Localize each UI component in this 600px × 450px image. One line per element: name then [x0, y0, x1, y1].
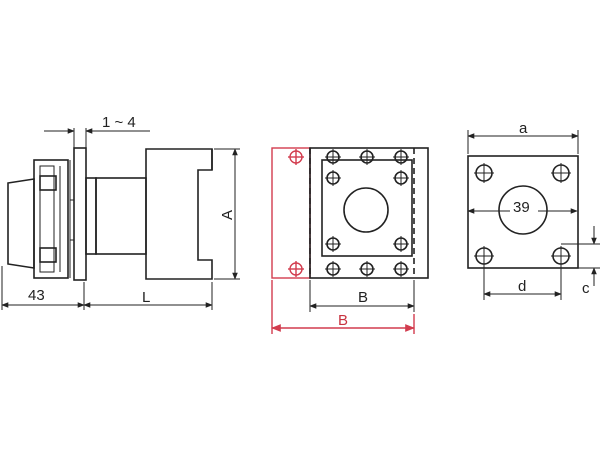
panel-plate	[73, 147, 87, 281]
dim-hole-diameter: 39	[467, 197, 578, 216]
knob-outline	[7, 178, 35, 269]
shaft-collar	[85, 177, 97, 255]
dim-panel-thickness: 1 ~ 4	[44, 114, 150, 150]
dim-length: L	[83, 282, 213, 310]
dim-width-outer: B	[271, 280, 415, 334]
strip-screw-icon	[288, 261, 304, 277]
label-height: A	[219, 210, 236, 220]
strip-screw-icon	[288, 149, 304, 165]
screw-icon	[393, 149, 409, 165]
dim-height: A	[214, 148, 240, 280]
mounting-hole-icon	[474, 163, 494, 183]
screw-icon	[325, 149, 341, 165]
screw-icon	[325, 170, 341, 186]
screw-icon	[325, 261, 341, 277]
label-hole-offset: c	[582, 280, 590, 297]
label-width-outer: B	[338, 312, 348, 329]
front-housing	[33, 159, 69, 279]
rear-body	[145, 148, 213, 280]
front-tab-top	[39, 175, 57, 191]
screw-icon	[393, 170, 409, 186]
dim-width-inner: B	[309, 280, 415, 312]
label-hole-diameter: 39	[513, 199, 530, 216]
screw-icon	[393, 236, 409, 252]
center-hole	[343, 187, 389, 233]
dim-hole-offset: c	[561, 226, 600, 297]
screw-icon	[393, 261, 409, 277]
label-hole-spacing: d	[518, 278, 526, 295]
strip-screws	[288, 149, 304, 277]
mounting-strip-highlight	[271, 147, 311, 279]
mounting-hole-icon	[551, 163, 571, 183]
label-panel-thickness: 1 ~ 4	[102, 114, 136, 131]
screw-icon	[359, 261, 375, 277]
cutout-holes	[474, 163, 571, 266]
front-body	[309, 147, 429, 279]
label-square-side: a	[519, 120, 528, 137]
label-front-depth: 43	[28, 287, 45, 304]
label-length: L	[142, 289, 150, 306]
front-housing-inner	[39, 165, 55, 273]
screw-icon	[359, 149, 375, 165]
front-view	[271, 147, 429, 279]
dim-square-side: a	[467, 120, 579, 154]
label-width-inner: B	[358, 289, 368, 306]
screw-icon	[325, 236, 341, 252]
front-tab-bottom	[39, 247, 57, 263]
dim-hole-spacing: d	[483, 256, 562, 300]
front-screws	[325, 149, 409, 277]
front-inner-square	[321, 159, 413, 257]
side-view	[7, 147, 213, 281]
dim-front-depth: 43	[1, 266, 85, 310]
shaft-body	[95, 177, 147, 255]
